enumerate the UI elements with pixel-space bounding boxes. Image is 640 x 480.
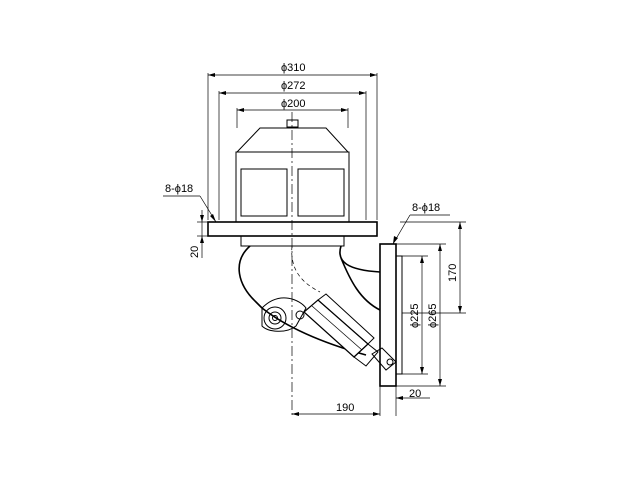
label-phi310: ϕ310: [281, 62, 306, 74]
dim-bolts-right: 8-ϕ18: [392, 202, 450, 245]
top-cabinet: [235, 119, 350, 223]
label-height-170: 170: [447, 264, 459, 282]
dim-phi225: ϕ225: [402, 255, 428, 375]
label-flange-thickness: 20: [189, 246, 201, 258]
label-phi272: ϕ272: [281, 80, 306, 92]
dim-phi265: ϕ265: [396, 243, 446, 387]
dim-bolts-top: 8-ϕ18: [163, 183, 217, 223]
dim-phi272: ϕ272: [218, 80, 367, 220]
right-flange: [379, 243, 403, 387]
label-offset-190: 190: [336, 402, 354, 414]
label-bolts-right: 8-ϕ18: [412, 202, 440, 214]
dim-flange-thickness: 20: [189, 210, 208, 258]
top-flange: [207, 221, 378, 247]
dim-offset-190: 190: [292, 386, 397, 416]
hinge-assembly: [261, 297, 307, 332]
actuator-cylinder: [303, 293, 397, 371]
dim-phi310: ϕ310: [207, 62, 378, 220]
dim-height-170: 170: [400, 221, 466, 314]
label-flange-20: 20: [409, 388, 421, 400]
label-phi200: ϕ200: [281, 98, 306, 110]
label-bolts-top: 8-ϕ18: [165, 183, 193, 195]
dim-flange-20: 20: [396, 388, 430, 400]
dim-phi200: ϕ200: [236, 98, 349, 128]
label-phi265: ϕ265: [427, 303, 439, 328]
label-phi225: ϕ225: [409, 303, 421, 328]
